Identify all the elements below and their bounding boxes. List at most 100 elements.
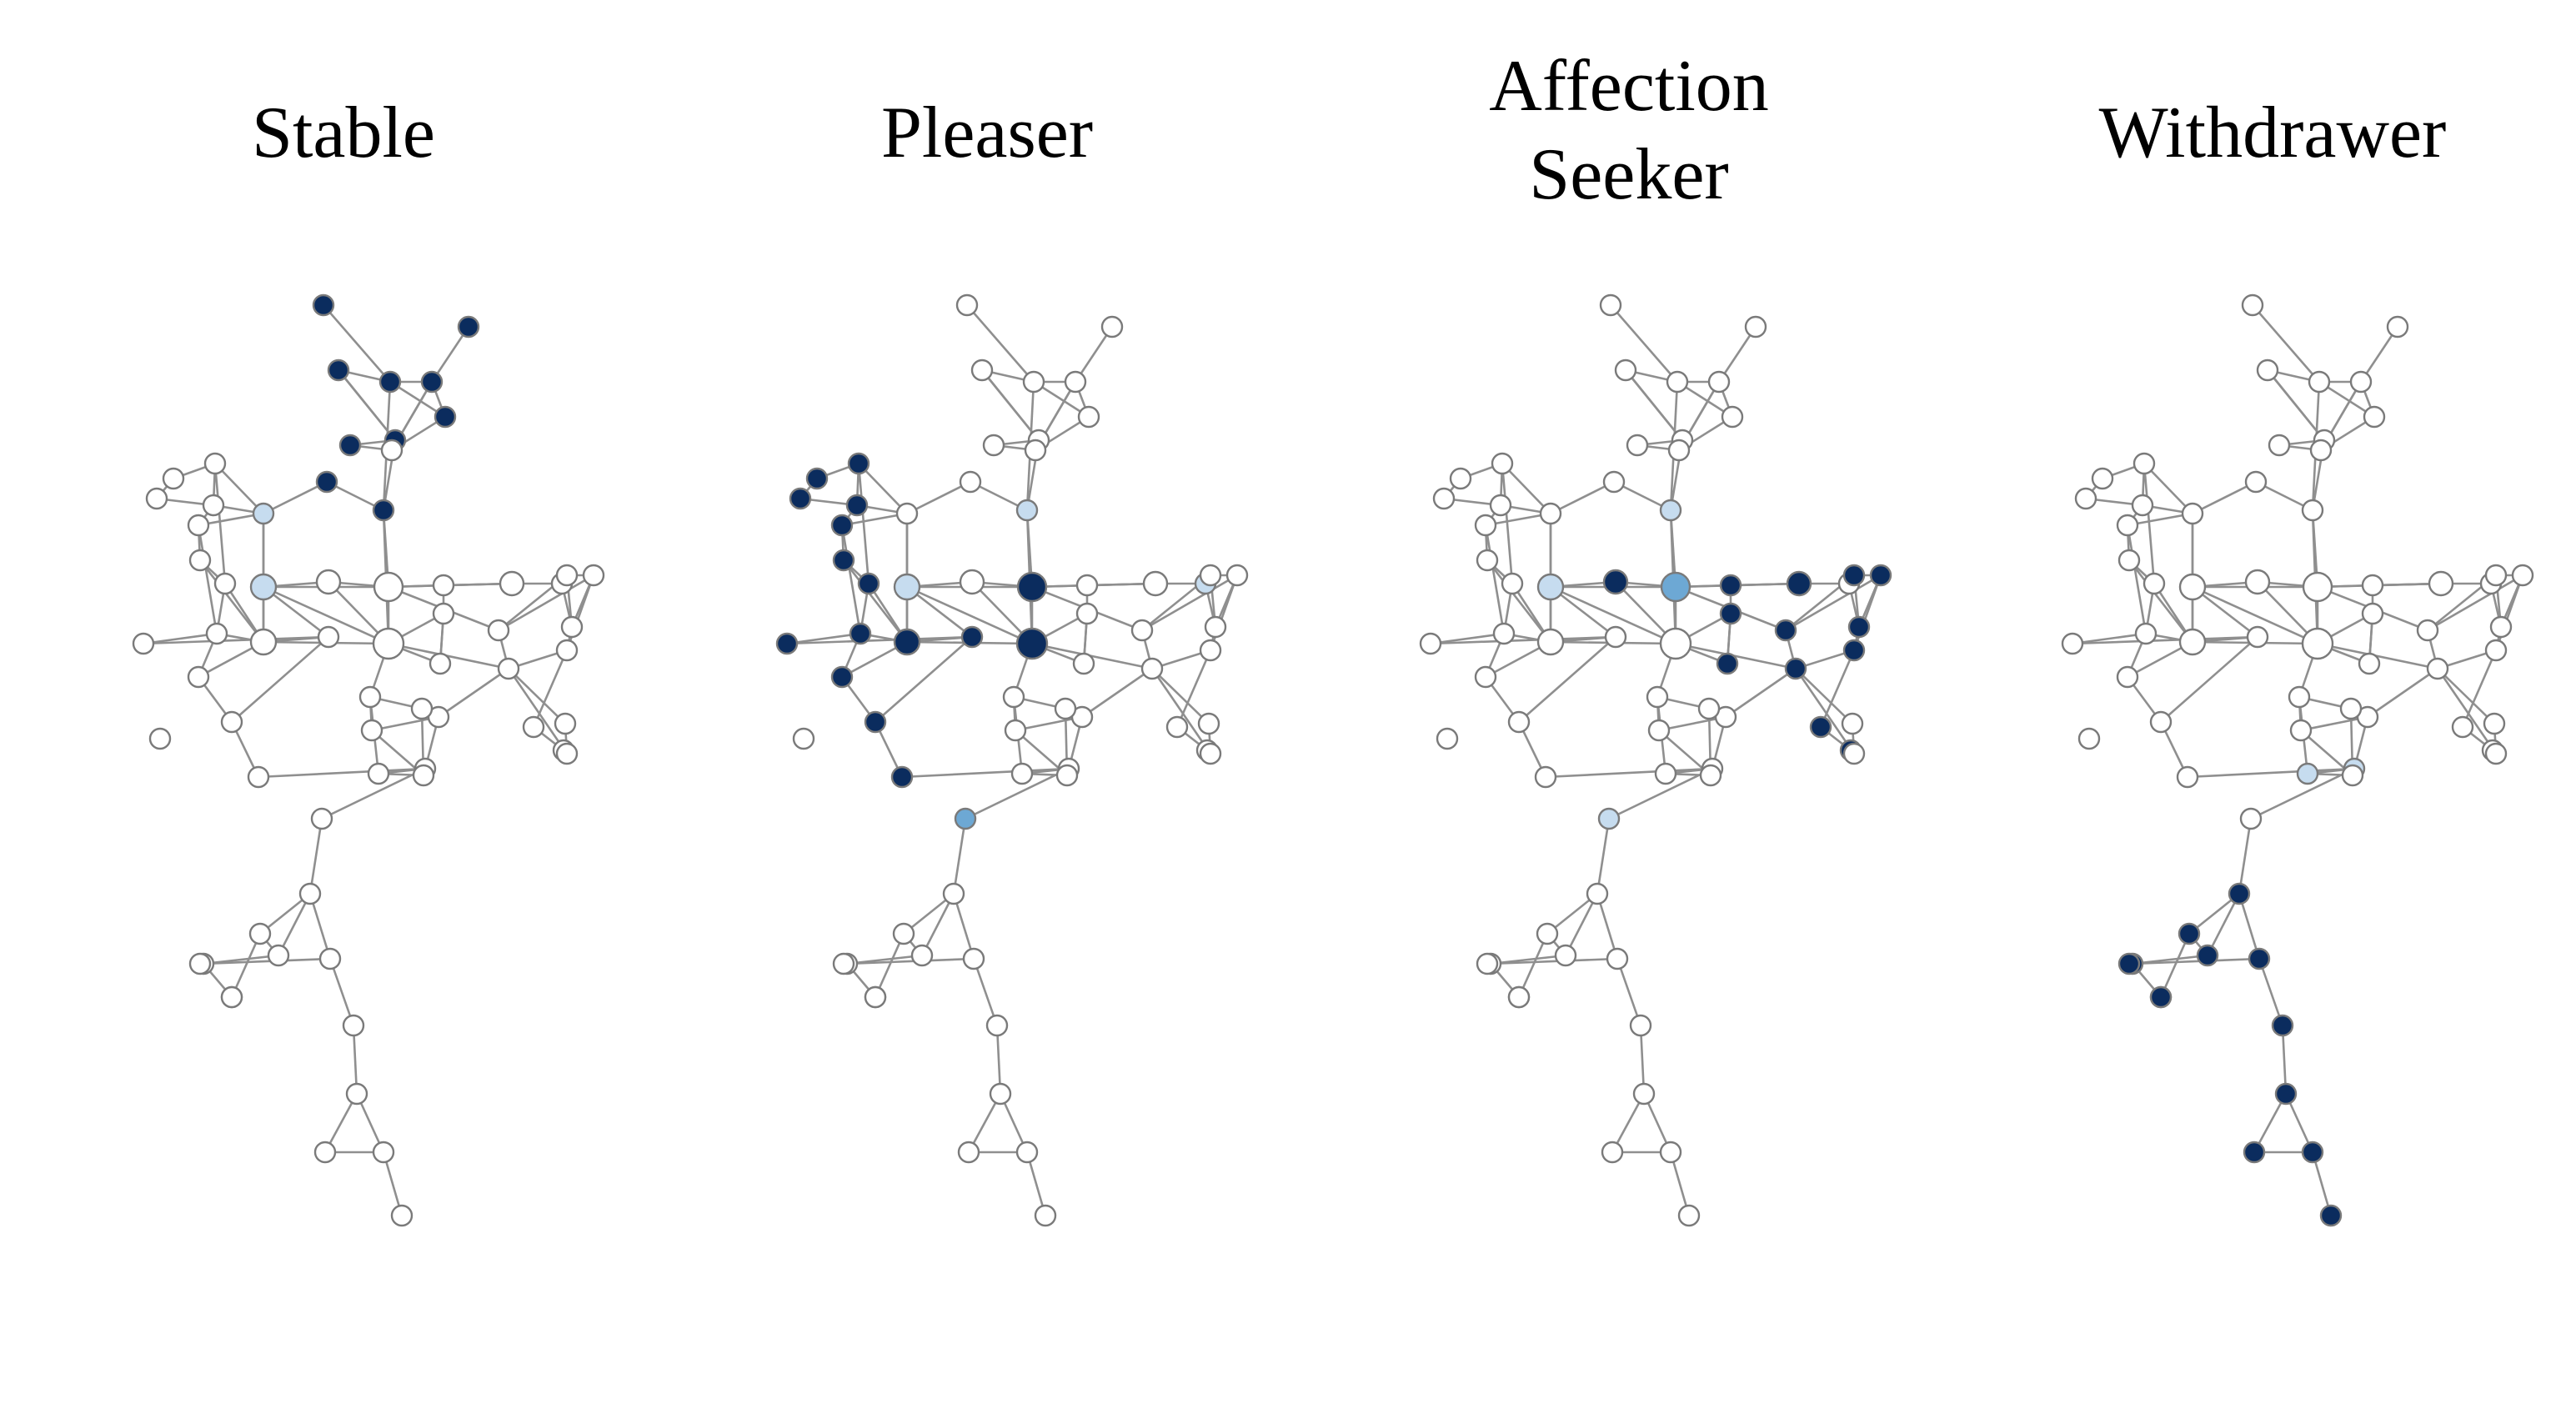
graph-edge (952, 893, 975, 960)
graph-edge (1015, 715, 1083, 732)
graph-node-dark (2228, 882, 2251, 905)
graph-node-dark (789, 487, 812, 510)
graph-node-base (247, 765, 270, 789)
graph-node-base (428, 652, 452, 675)
graph-node-dark (338, 434, 362, 457)
graph-node-base (1666, 370, 1689, 394)
graph-node-base (1064, 370, 1087, 394)
graph-edge (198, 559, 265, 643)
graph-edge (2238, 818, 2253, 895)
graph-edge (143, 635, 329, 645)
graph-edge (1610, 304, 1678, 383)
graph-node-base (1539, 502, 1562, 525)
graph-node-base (1536, 628, 1565, 656)
graph-edge (906, 585, 973, 639)
graph-node-base (895, 502, 919, 525)
graph-edge (258, 767, 426, 779)
panel-title: Withdrawer (2099, 93, 2447, 173)
graph-edge (308, 893, 332, 960)
graph-node-base (2361, 574, 2384, 597)
graph-edge (308, 818, 323, 895)
graph-node-base (315, 569, 342, 595)
graph-edge (498, 574, 594, 632)
graph-node-base (864, 985, 887, 1009)
panel-4: Withdrawer (2061, 93, 2534, 1227)
graph-node-dark (864, 710, 887, 734)
graph-node-dark (1602, 569, 1629, 595)
graph-edge (1616, 958, 1642, 1026)
graph-edge (1490, 957, 1618, 965)
graph-node-base (373, 571, 404, 603)
graph-node-base (358, 685, 382, 709)
graph-edges (2072, 304, 2524, 1216)
graph-edge (1564, 893, 1599, 956)
graph-edge (2192, 585, 2318, 645)
graph-node-base (248, 922, 272, 945)
graph-edge (277, 893, 312, 956)
graph-node-base (2178, 573, 2207, 601)
graph-node-base (390, 1204, 413, 1227)
graph-node-dark (457, 315, 480, 338)
graph-edge (1550, 585, 1616, 639)
graph-node-base (989, 1082, 1012, 1106)
graph-node-base (832, 952, 855, 975)
graph-node-base (1699, 764, 1722, 787)
graph-node-base (298, 882, 322, 905)
graph-node-light (2296, 762, 2319, 785)
graph-node-base (1707, 370, 1731, 394)
graph-node-base (554, 712, 577, 735)
graph-edge (2127, 559, 2194, 643)
graph-edge (371, 715, 439, 732)
graph-node-dark (420, 370, 444, 394)
graph-node-base (2241, 293, 2264, 317)
graph-edge (1717, 326, 1757, 383)
graph-node-dark (847, 452, 870, 475)
graph-edge (875, 636, 973, 723)
graph-node-base (1501, 572, 1524, 595)
graph-edge (203, 957, 331, 965)
graph-edge (214, 463, 264, 514)
graph-node-base (2489, 615, 2513, 639)
graph-node-base (2386, 315, 2409, 338)
graph-node-base (1165, 715, 1189, 739)
graph-edge (2072, 632, 2147, 645)
graph-node-base (1842, 742, 1866, 765)
graph-node-dark (1842, 564, 1866, 587)
graph-node-base (2131, 494, 2154, 517)
graph-node-base (1507, 710, 1531, 734)
graph-edge (2238, 893, 2261, 960)
graph-node-dark (378, 370, 402, 394)
graph-node-base (1474, 665, 1497, 689)
graph-node-base (1632, 1082, 1656, 1106)
graph-node-base (1199, 639, 1222, 662)
graph-edge (1430, 632, 1505, 645)
graph-edge (2250, 767, 2355, 820)
graph-node-base (2268, 434, 2291, 457)
graph-node-light (252, 502, 275, 525)
graph-node-base (1225, 564, 1249, 587)
graph-edge (2437, 668, 2495, 725)
graph-node-base (2361, 602, 2384, 625)
graph-edge (430, 326, 470, 383)
graph-edge (2266, 369, 2326, 441)
graph-node-dark (2149, 985, 2173, 1009)
graph-node-dark (893, 628, 921, 656)
graph-edge (1596, 893, 1619, 960)
graph-node-base (1100, 315, 1124, 338)
graph-edge (1596, 818, 1611, 895)
graph-node-base (2358, 652, 2381, 675)
graph-edge (2159, 933, 2191, 998)
graph-node-base (2428, 570, 2454, 597)
graph-node-base (2484, 742, 2508, 765)
graph-edge (230, 933, 262, 998)
graph-node-base (2176, 765, 2199, 789)
graph-node-base (942, 882, 965, 905)
graph-node-dark (2301, 1141, 2324, 1164)
graph-edge (1725, 667, 1797, 719)
graph-node-base (203, 452, 227, 475)
graph-node-base (188, 549, 212, 572)
graph-nodes (775, 293, 1249, 1227)
graph-node-dark (1784, 657, 1807, 680)
graph-edge (321, 767, 426, 820)
graph-edge (1795, 668, 1853, 725)
